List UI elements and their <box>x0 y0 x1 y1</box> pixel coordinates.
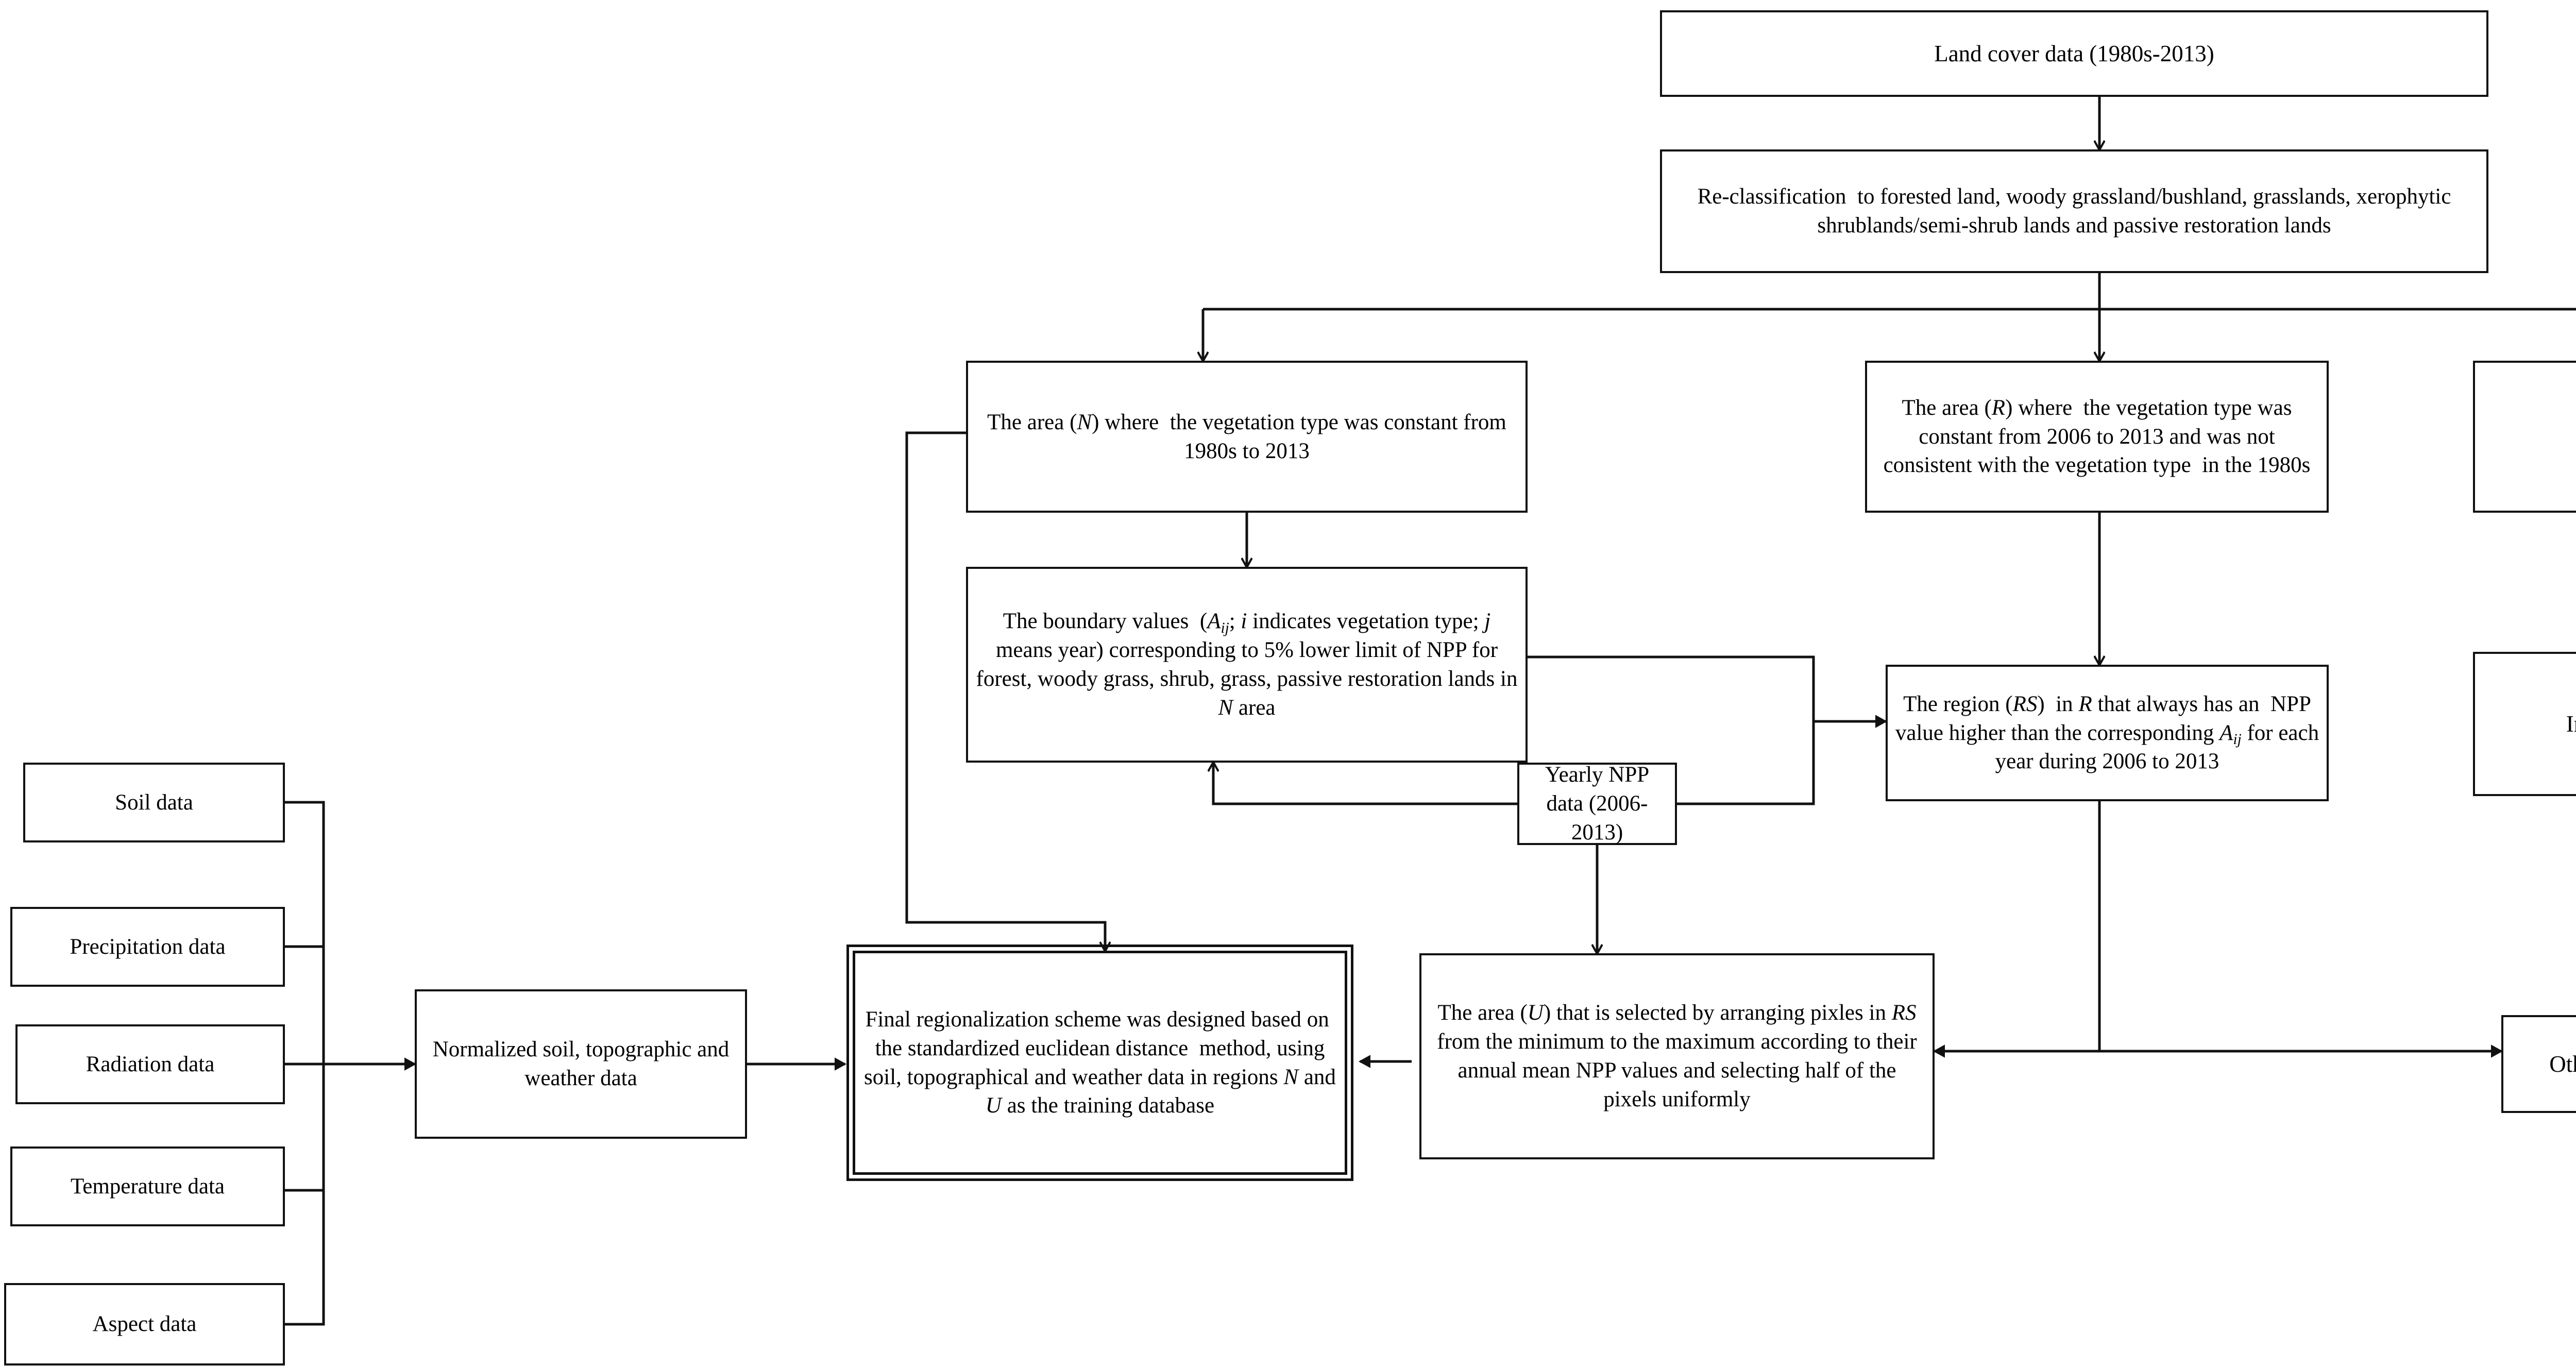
node-temperature-data[interactable]: Temperature data <box>10 1146 285 1226</box>
node-other-region-rs-label: Other region in RS except U <box>2549 1051 2576 1077</box>
node-independent-database-label: Independent database <box>2566 711 2576 737</box>
node-soil-data[interactable]: Soil data <box>23 763 285 842</box>
node-land-cover-data[interactable]: Land cover data (1980s-2013) <box>1660 10 2488 97</box>
node-other-areas[interactable]: Other areas <box>2473 361 2576 513</box>
node-area-r-label: The area (R) where the vegetation type w… <box>1883 395 2311 478</box>
node-radiation-data-label: Radiation data <box>86 1052 215 1076</box>
node-precipitation-data[interactable]: Precipitation data <box>10 907 285 987</box>
node-area-n[interactable]: The area (N) where the vegetation type w… <box>966 361 1528 513</box>
node-final-scheme-label: Final regionalization scheme was designe… <box>864 1007 1336 1118</box>
node-boundary-values[interactable]: The boundary values (Aij; i indicates ve… <box>966 567 1528 763</box>
node-temperature-data-label: Temperature data <box>70 1174 225 1199</box>
node-soil-data-label: Soil data <box>115 790 193 815</box>
node-final-scheme[interactable]: Final regionalization scheme was designe… <box>846 945 1353 1181</box>
node-yearly-npp-data-label: Yearly NPP data (2006-2013) <box>1545 763 1650 845</box>
node-aspect-data-label: Aspect data <box>92 1312 197 1337</box>
edge-npp-boundary <box>1213 763 1517 805</box>
node-reclassification-label: Re-classification to forested land, wood… <box>1697 184 2451 238</box>
node-reclassification[interactable]: Re-classification to forested land, wood… <box>1660 149 2488 273</box>
node-aspect-data[interactable]: Aspect data <box>4 1283 285 1365</box>
node-other-region-rs[interactable]: Other region in RS except U <box>2501 1015 2576 1113</box>
node-area-r[interactable]: The area (R) where the vegetation type w… <box>1865 361 2329 513</box>
node-area-u[interactable]: The area (U) that is selected by arrangi… <box>1419 953 1935 1159</box>
node-yearly-npp-data[interactable]: Yearly NPP data (2006-2013) <box>1517 763 1677 845</box>
node-independent-database[interactable]: Independent database <box>2473 652 2576 796</box>
node-normalized-data[interactable]: Normalized soil, topographic and weather… <box>415 989 747 1139</box>
edge-npp-rs <box>1677 721 1815 805</box>
node-area-u-label: The area (U) that is selected by arrangi… <box>1437 1001 1917 1111</box>
node-boundary-values-label: The boundary values (Aij; i indicates ve… <box>976 609 1518 720</box>
node-region-rs[interactable]: The region (RS) in R that always has an … <box>1886 665 2329 801</box>
node-normalized-data-label: Normalized soil, topographic and weather… <box>432 1037 730 1090</box>
node-radiation-data[interactable]: Radiation data <box>15 1024 285 1104</box>
edge-areaN-final <box>905 431 1105 951</box>
node-land-cover-data-label: Land cover data (1980s-2013) <box>1934 40 2214 66</box>
node-area-n-label: The area (N) where the vegetation type w… <box>987 410 1506 463</box>
node-precipitation-data-label: Precipitation data <box>70 934 226 959</box>
node-region-rs-label: The region (RS) in R that always has an … <box>1895 692 2319 774</box>
